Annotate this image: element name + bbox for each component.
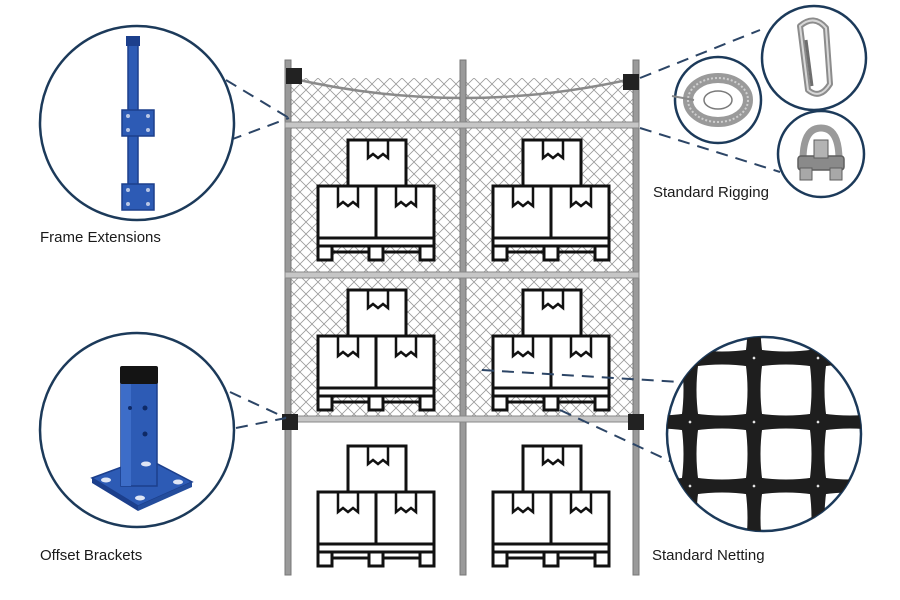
wire-rope-coil-icon bbox=[671, 73, 753, 127]
carabiner-callout bbox=[760, 4, 868, 112]
wire-rope-clip-icon bbox=[797, 124, 845, 181]
wire-rope-clip-callout bbox=[776, 109, 866, 199]
frame-extension-icon bbox=[121, 36, 155, 211]
pallet-boxes-icon bbox=[316, 444, 436, 568]
offset-bracket-icon bbox=[90, 366, 194, 511]
wire-rope-callout bbox=[671, 55, 763, 145]
netting-closeup-icon bbox=[667, 337, 861, 531]
offset-bracket-callout bbox=[38, 331, 236, 529]
frame-extension-callout bbox=[38, 24, 236, 222]
carabiner-icon bbox=[797, 17, 833, 97]
rack-uprights bbox=[284, 59, 640, 576]
corner-brackets bbox=[282, 68, 644, 430]
standard-netting-label: Standard Netting bbox=[652, 547, 765, 564]
leader-lines bbox=[225, 29, 781, 463]
frame-extensions-label: Frame Extensions bbox=[40, 229, 161, 246]
offset-brackets-label: Offset Brackets bbox=[40, 547, 143, 564]
netting-callout bbox=[665, 335, 863, 533]
pallet-boxes-icon bbox=[491, 444, 611, 568]
standard-rigging-label: Standard Rigging bbox=[653, 184, 769, 201]
